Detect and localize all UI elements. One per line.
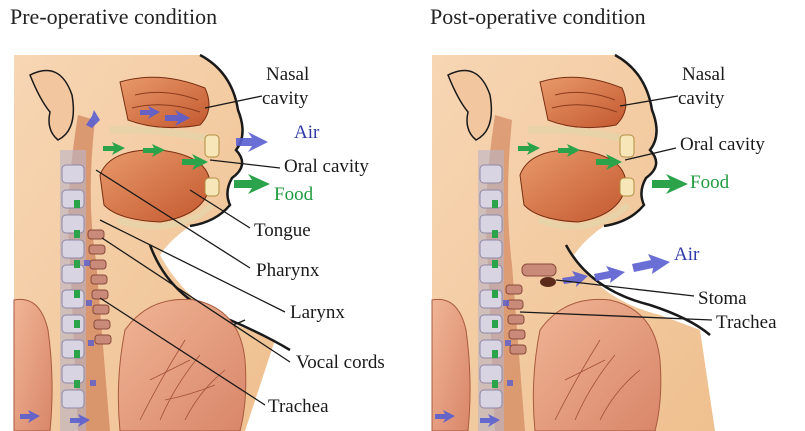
pre-label-food: Food bbox=[274, 184, 313, 205]
post-label-cavity: cavity bbox=[678, 88, 724, 109]
post-label-food: Food bbox=[690, 172, 729, 193]
pre-label-vocal-cords: Vocal cords bbox=[296, 352, 385, 373]
post-label-trachea: Trachea bbox=[716, 312, 777, 333]
post-stoma bbox=[540, 277, 556, 287]
post-nasal-cavity bbox=[540, 77, 626, 127]
pre-label-tongue: Tongue bbox=[254, 220, 311, 241]
pre-label-trachea: Trachea bbox=[268, 396, 329, 417]
post-operative-title: Post-operative condition bbox=[430, 4, 646, 30]
pre-lung-right bbox=[118, 299, 245, 431]
pre-label-air: Air bbox=[294, 122, 319, 143]
post-label-nasal: Nasal bbox=[682, 64, 725, 85]
post-label-air: Air bbox=[674, 244, 699, 265]
post-lung-right bbox=[533, 299, 660, 431]
pre-operative-title: Pre-operative condition bbox=[10, 4, 217, 30]
pre-label-pharynx: Pharynx bbox=[256, 260, 319, 281]
pre-spine bbox=[60, 150, 86, 431]
pre-label-nasal: Nasal bbox=[266, 64, 309, 85]
pre-label-cavity: cavity bbox=[262, 88, 308, 109]
pre-label-larynx: Larynx bbox=[290, 302, 345, 323]
post-label-stoma: Stoma bbox=[698, 288, 747, 309]
pre-nasal-cavity bbox=[120, 77, 209, 127]
post-spine bbox=[478, 150, 504, 431]
pre-label-oral-cavity: Oral cavity bbox=[284, 156, 369, 177]
post-label-oral-cavity: Oral cavity bbox=[680, 134, 765, 155]
